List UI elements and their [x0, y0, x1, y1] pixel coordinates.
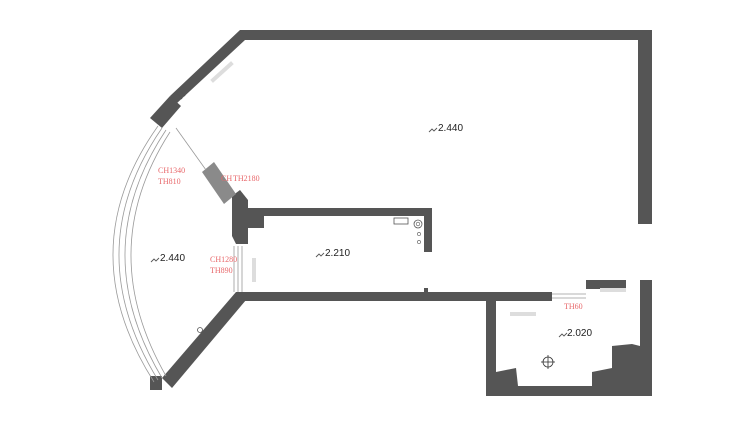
floor-drain-icon — [197, 327, 203, 333]
wall-small-room-bottom — [486, 386, 652, 396]
faint-markings — [210, 61, 626, 316]
window-marker-1 — [175, 91, 183, 100]
door-th-label: TH2180 — [233, 174, 260, 183]
small-room-door-label: TH60 — [564, 302, 583, 311]
faint-mark — [252, 258, 256, 282]
wall-top-diagonal — [170, 30, 652, 104]
wall-bay-top-stub — [150, 96, 181, 128]
wall-right — [638, 30, 652, 224]
corner-block-left — [496, 368, 518, 386]
fixtures — [197, 217, 555, 369]
ceiling-height-bay: 2.440 — [160, 253, 185, 264]
ceiling-height-corridor: 2.210 — [325, 248, 350, 259]
bay-window-arc-3 — [124, 129, 167, 379]
wall-corridor-pillar — [232, 190, 248, 244]
faint-mark — [210, 61, 234, 83]
ceiling-height-marker-icon — [150, 257, 160, 263]
ceiling-height-main: 2.440 — [438, 123, 463, 134]
ceiling-height-marker-icon — [428, 127, 438, 133]
wall-small-room-right — [640, 280, 652, 396]
wall-corridor-top — [246, 208, 430, 216]
wall-corridor-mark — [424, 288, 428, 294]
wall-corridor-bottom — [236, 292, 552, 301]
corner-block-right — [592, 368, 614, 386]
wall-corridor-right — [424, 208, 432, 252]
wall-small-room-top-right — [586, 280, 626, 289]
ceiling-height-marker-icon — [558, 332, 568, 338]
wall-corridor-left-stub — [246, 208, 264, 228]
corner-block-right-tall — [612, 344, 640, 386]
socket-icon — [413, 219, 423, 229]
door-ch-label: CH — [221, 174, 232, 183]
bay-window-th-label: TH810 — [158, 177, 181, 186]
wall-bay-bottom-stub — [150, 376, 162, 390]
corridor-height: 2.210 — [315, 248, 350, 259]
ceiling-labels: 2.440 2.440 2.210 2.020 — [150, 123, 592, 339]
door-swing-line — [175, 127, 207, 171]
ceiling-light-icon — [541, 355, 555, 369]
inner-window-ch-label: CH1280 — [210, 255, 237, 264]
faint-mark — [600, 288, 626, 292]
openings — [112, 88, 586, 383]
faint-mark — [510, 312, 536, 316]
switch-panel-icon — [393, 217, 409, 225]
small-room-height: 2.020 — [558, 328, 592, 339]
inner-window-th-label: TH890 — [210, 266, 233, 275]
ceiling-height-marker-icon — [315, 252, 325, 258]
wall-small-room-left — [486, 292, 496, 396]
opening-annotations: CH1340 TH810 CH TH2180 CH1280 TH890 TH60 — [158, 166, 583, 311]
window-marker-2 — [178, 88, 186, 97]
ceiling-height-small-room: 2.020 — [567, 328, 592, 339]
bay-room-height: 2.440 — [150, 253, 185, 264]
bay-window-ch-label: CH1340 — [158, 166, 185, 175]
wall-lower-diagonal — [162, 292, 246, 388]
door-panel-diagonal — [202, 162, 236, 204]
small-socket-icon — [417, 240, 421, 244]
main-room-height: 2.440 — [428, 123, 463, 134]
walls — [150, 30, 652, 396]
socket-inner-icon — [415, 221, 421, 227]
bay-window-arc-2 — [118, 127, 163, 381]
bay-window-arc-inner — [130, 131, 171, 377]
small-socket-icon — [417, 232, 421, 236]
bay-window-arc-outer — [112, 125, 159, 383]
